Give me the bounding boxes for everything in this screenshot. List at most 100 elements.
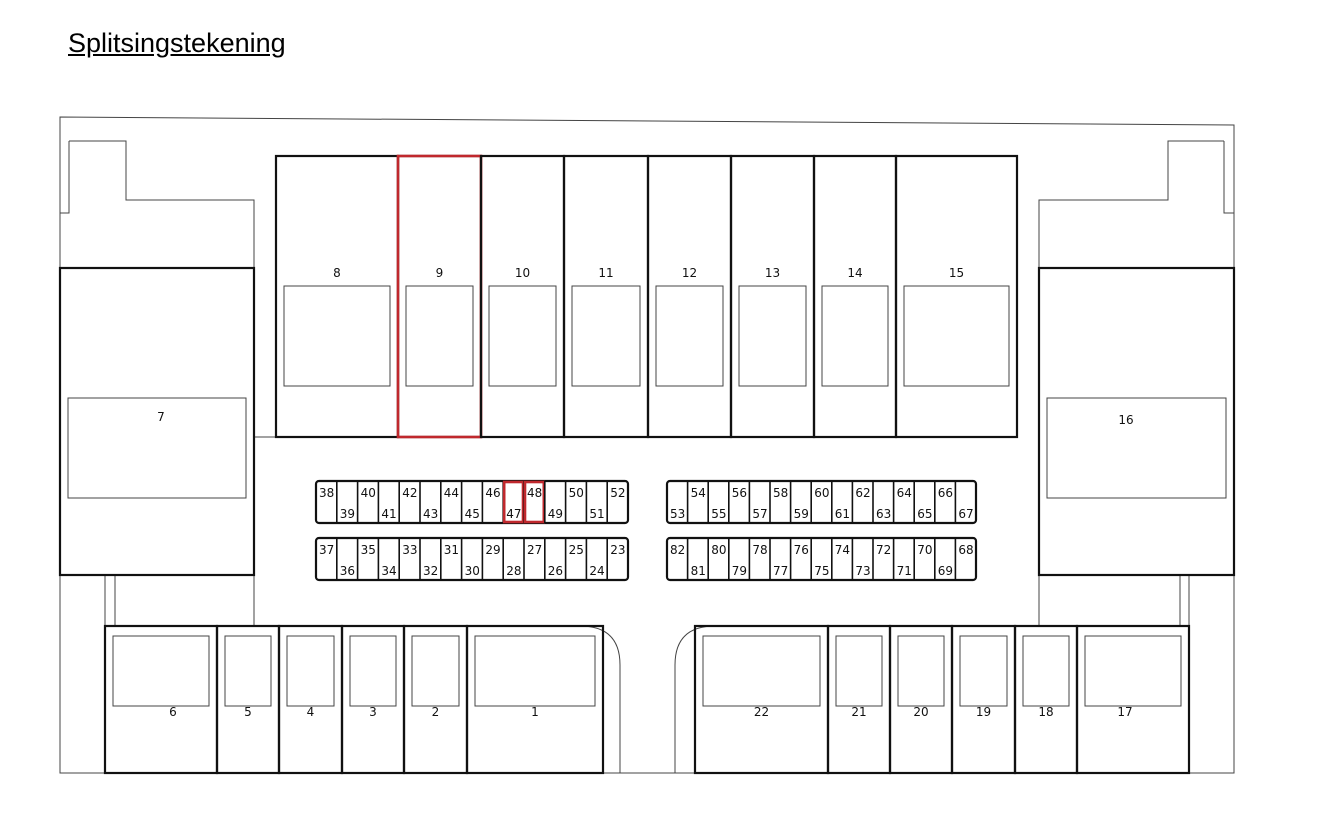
- parking-spot-59[interactable]: 59: [789, 481, 809, 523]
- parking-spot-39[interactable]: 39: [335, 481, 355, 523]
- spot-label: 64: [897, 486, 912, 500]
- parking-spot-73[interactable]: 73: [851, 538, 871, 580]
- unit-17[interactable]: 17: [1075, 624, 1191, 775]
- parking-spot-44[interactable]: 44: [439, 481, 459, 523]
- parking-spot-34[interactable]: 34: [377, 538, 397, 580]
- parking-spot-55[interactable]: 55: [707, 481, 726, 523]
- parking-spot-36[interactable]: 36: [335, 538, 355, 580]
- parking-spot-32[interactable]: 32: [419, 538, 438, 580]
- parking-spot-43[interactable]: 43: [419, 481, 438, 523]
- parking-spot-62[interactable]: 62: [851, 481, 871, 523]
- parking-spot-56[interactable]: 56: [727, 481, 747, 523]
- unit-3[interactable]: 3: [340, 624, 406, 775]
- parking-spot-72[interactable]: 72: [872, 538, 891, 580]
- parking-spot-51[interactable]: 51: [585, 481, 605, 523]
- parking-spot-70[interactable]: 70: [913, 538, 932, 580]
- parking-spot-63[interactable]: 63: [872, 481, 891, 523]
- parking-spot-30[interactable]: 30: [460, 538, 480, 580]
- unit-5[interactable]: 5: [215, 624, 281, 775]
- parking-spot-57[interactable]: 57: [748, 481, 768, 523]
- unit-20[interactable]: 20: [888, 624, 954, 775]
- parking-spot-80[interactable]: 80: [707, 538, 726, 580]
- parking-spot-79[interactable]: 79: [727, 538, 747, 580]
- parking-spot-31[interactable]: 31: [439, 538, 459, 580]
- unit-22[interactable]: 22: [693, 624, 830, 775]
- parking-spot-58[interactable]: 58: [769, 481, 788, 523]
- parking-spot-67[interactable]: 67: [954, 481, 974, 523]
- parking-spot-64[interactable]: 64: [892, 481, 912, 523]
- unit-outline: [402, 624, 469, 775]
- parking-spot-37[interactable]: 37: [319, 543, 334, 557]
- unit-label: 7: [157, 410, 165, 424]
- unit-4[interactable]: 4: [277, 624, 344, 775]
- unit-8[interactable]: 8: [274, 154, 400, 439]
- parking-spot-54[interactable]: 54: [686, 481, 706, 523]
- parking-spot-81[interactable]: 81: [686, 538, 706, 580]
- parking-spot-28[interactable]: 28: [502, 538, 521, 580]
- spot-label: 69: [938, 564, 953, 578]
- unit-7[interactable]: 7: [58, 266, 256, 577]
- unit-15[interactable]: 15: [894, 154, 1019, 439]
- unit-label: 22: [754, 705, 769, 719]
- parking-spot-48[interactable]: 48: [523, 480, 546, 524]
- unit-10[interactable]: 10: [479, 154, 566, 439]
- parking-spot-53[interactable]: 53: [670, 507, 685, 521]
- unit-18[interactable]: 18: [1013, 624, 1079, 775]
- spot-label: 27: [527, 543, 542, 557]
- unit-12[interactable]: 12: [646, 154, 733, 439]
- parking-spot-24[interactable]: 24: [585, 538, 605, 580]
- spot-label: 71: [897, 564, 912, 578]
- parking-spot-25[interactable]: 25: [564, 538, 584, 580]
- parking-spot-35[interactable]: 35: [356, 538, 376, 580]
- parking-spot-40[interactable]: 40: [356, 481, 376, 523]
- spot-label: 67: [958, 507, 973, 521]
- unit-1[interactable]: 1: [465, 624, 605, 775]
- parking-spot-27[interactable]: 27: [523, 538, 542, 580]
- parking-spot-65[interactable]: 65: [913, 481, 932, 523]
- parking-spot-75[interactable]: 75: [810, 538, 829, 580]
- parking-spot-66[interactable]: 66: [933, 481, 953, 523]
- spot-label: 78: [752, 543, 767, 557]
- parking-spot-33[interactable]: 33: [398, 538, 417, 580]
- page-title: Splitsingstekening: [68, 28, 286, 58]
- unit-outline: [950, 624, 1017, 775]
- unit-label: 6: [169, 705, 177, 719]
- spot-label: 39: [340, 507, 355, 521]
- parking-spot-49[interactable]: 49: [543, 481, 563, 523]
- parking-spot-47[interactable]: 47: [502, 480, 525, 524]
- parking-spot-61[interactable]: 61: [830, 481, 850, 523]
- spot-label: 72: [876, 543, 891, 557]
- spot-label: 79: [732, 564, 747, 578]
- parking-spot-68[interactable]: 68: [954, 538, 974, 580]
- unit-14[interactable]: 14: [812, 154, 898, 439]
- parking-spot-69[interactable]: 69: [933, 538, 953, 580]
- parking-spot-42[interactable]: 42: [398, 481, 417, 523]
- parking-spot-29[interactable]: 29: [481, 538, 501, 580]
- parking-spot-38[interactable]: 38: [319, 486, 334, 500]
- parking-spot-45[interactable]: 45: [460, 481, 480, 523]
- unit-6[interactable]: 6: [103, 624, 219, 775]
- parking-spot-50[interactable]: 50: [564, 481, 584, 523]
- parking-spot-71[interactable]: 71: [892, 538, 912, 580]
- unit-9[interactable]: 9: [396, 154, 483, 439]
- parking-spot-76[interactable]: 76: [789, 538, 809, 580]
- unit-16[interactable]: 16: [1037, 266, 1236, 577]
- parking-spot-41[interactable]: 41: [377, 481, 397, 523]
- parking-spot-46[interactable]: 46: [481, 481, 501, 523]
- parking-spot-82[interactable]: 82: [670, 543, 685, 557]
- spot-label: 65: [917, 507, 932, 521]
- spot-label: 26: [548, 564, 563, 578]
- unit-11[interactable]: 11: [562, 154, 650, 439]
- unit-2[interactable]: 2: [402, 624, 469, 775]
- unit-21[interactable]: 21: [826, 624, 892, 775]
- parking-spot-60[interactable]: 60: [810, 481, 829, 523]
- parking-spot-52[interactable]: 52: [606, 481, 625, 523]
- unit-19[interactable]: 19: [950, 624, 1017, 775]
- parking-spot-23[interactable]: 23: [606, 538, 625, 580]
- parking-spot-77[interactable]: 77: [769, 538, 788, 580]
- parking-spot-26[interactable]: 26: [543, 538, 563, 580]
- unit-outline: [1013, 624, 1079, 775]
- parking-spot-74[interactable]: 74: [830, 538, 850, 580]
- unit-13[interactable]: 13: [729, 154, 816, 439]
- parking-spot-78[interactable]: 78: [748, 538, 768, 580]
